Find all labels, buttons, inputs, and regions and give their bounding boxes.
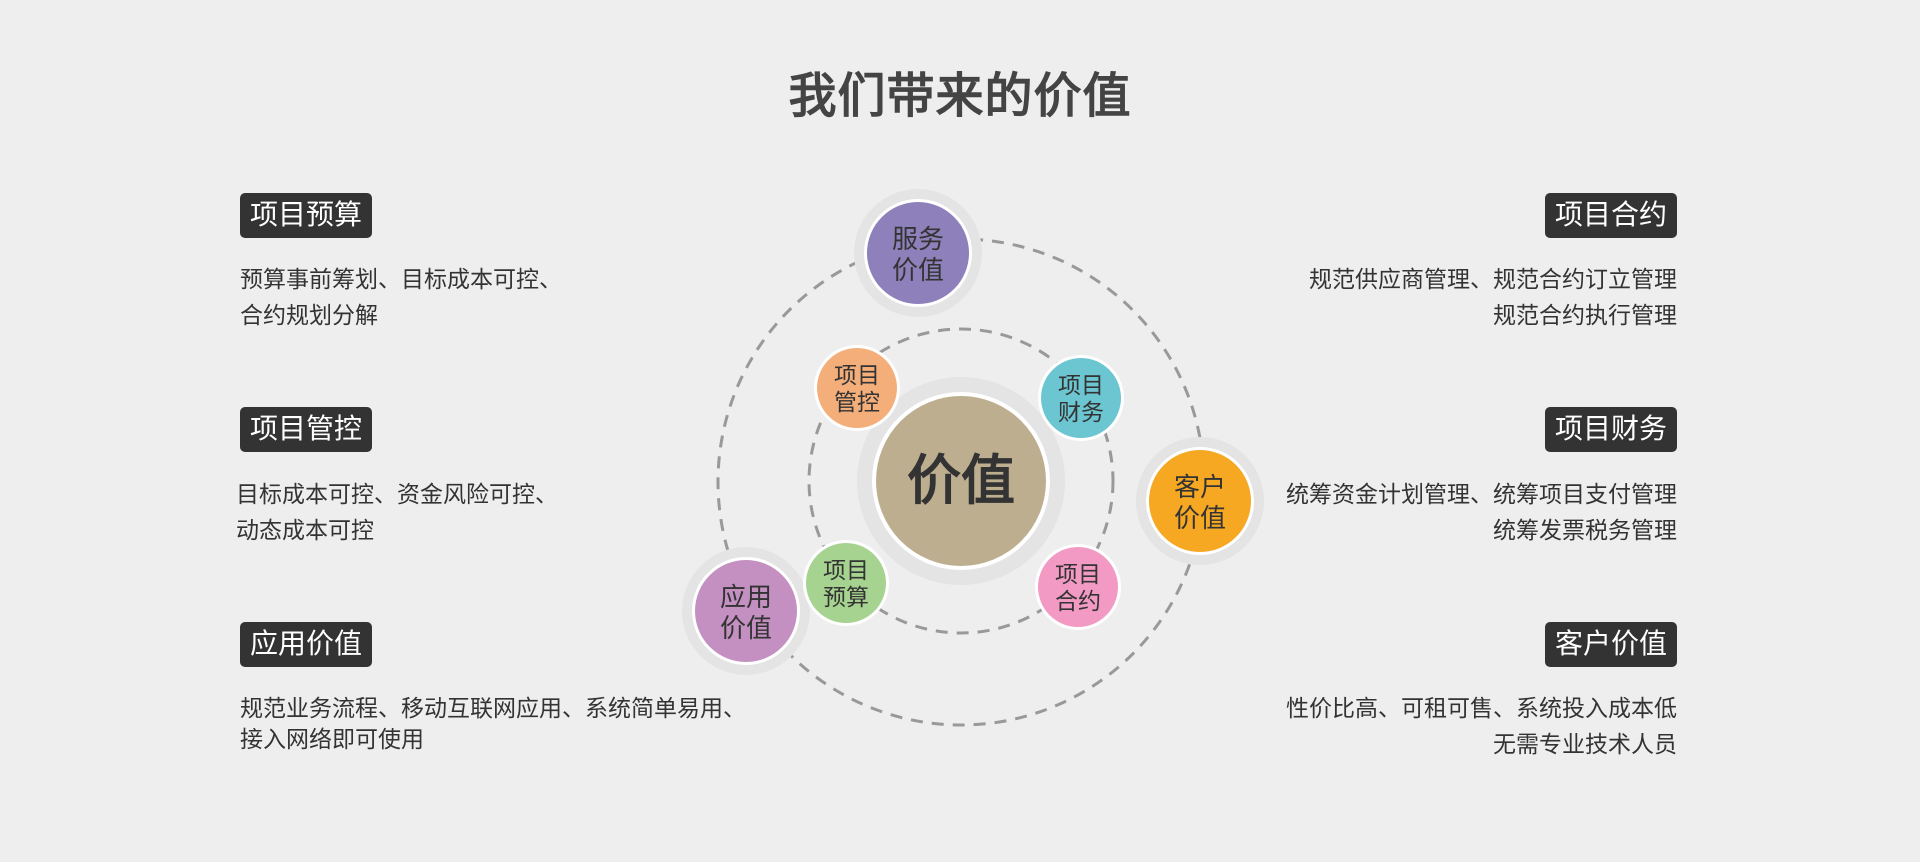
node-application-value: 应用 价值 <box>682 547 810 675</box>
right-heading-customer: 客户价值 <box>1544 622 1677 667</box>
node-project-budget: 项目 预算 <box>803 540 889 626</box>
node-control-circle <box>817 348 897 428</box>
left-desc-control-line2: 动态成本可控 <box>236 518 374 544</box>
node-control-line2: 管控 <box>834 390 880 416</box>
node-service-line1: 服务 <box>892 225 944 255</box>
node-budget-line2: 预算 <box>823 585 869 611</box>
right-desc-customer-line2: 无需专业技术人员 <box>1493 732 1677 758</box>
left-desc-control-line1: 目标成本可控、资金风险可控、 <box>236 482 558 508</box>
left-desc-application-line2: 接入网络即可使用 <box>240 727 424 753</box>
right-desc-customer-line1: 性价比高、可租可售、系统投入成本低 <box>1286 696 1677 722</box>
node-customer-line2: 价值 <box>1174 504 1226 534</box>
inner-dashed-ring <box>807 327 1115 635</box>
node-application-line1: 应用 <box>720 583 772 613</box>
node-finance-line2: 财务 <box>1058 400 1104 426</box>
node-customer-circle <box>1149 450 1251 552</box>
node-customer-line1: 客户 <box>1174 473 1226 503</box>
right-desc-finance-line1: 统筹资金计划管理、统筹项目支付管理 <box>1286 482 1677 508</box>
page-title: 我们带来的价值 <box>788 68 1132 124</box>
left-heading-application: 应用价值 <box>240 622 373 667</box>
node-application-circle <box>695 560 797 662</box>
node-application-line2: 价值 <box>720 614 772 644</box>
node-service-value: 服务 价值 <box>854 189 982 317</box>
node-budget-line1: 项目 <box>823 558 869 584</box>
node-contract-circle <box>1038 547 1118 627</box>
right-desc-contract-line1: 规范供应商管理、规范合约订立管理 <box>1309 267 1677 293</box>
node-service-line2: 价值 <box>892 256 944 286</box>
right-desc-contract-line2: 规范合约执行管理 <box>1493 303 1677 329</box>
right-desc-finance-line2: 统筹发票税务管理 <box>1493 518 1677 544</box>
left-heading-control: 项目管控 <box>240 407 373 452</box>
node-service-circle <box>867 202 969 304</box>
left-heading-budget: 项目预算 <box>240 193 373 238</box>
node-contract-line2: 合约 <box>1055 589 1101 615</box>
node-contract-line1: 项目 <box>1055 562 1101 588</box>
center-label: 价值 <box>907 449 1015 512</box>
node-project-contract: 项目 合约 <box>1035 544 1121 630</box>
node-finance-circle <box>1041 358 1121 438</box>
right-heading-contract: 项目合约 <box>1544 193 1677 238</box>
node-budget-circle <box>806 543 886 623</box>
node-control-line1: 项目 <box>834 363 880 389</box>
node-project-finance: 项目 财务 <box>1038 355 1124 441</box>
left-desc-application-line1: 规范业务流程、移动互联网应用、系统简单易用、 <box>240 696 746 722</box>
left-desc-budget-line2: 合约规划分解 <box>240 303 378 329</box>
right-heading-finance: 项目财务 <box>1544 407 1677 452</box>
left-desc-budget-line1: 预算事前筹划、目标成本可控、 <box>240 267 562 293</box>
center-circle <box>876 396 1046 566</box>
node-finance-line1: 项目 <box>1058 373 1104 399</box>
node-customer-value: 客户 价值 <box>1136 437 1264 565</box>
node-project-control: 项目 管控 <box>814 345 900 431</box>
